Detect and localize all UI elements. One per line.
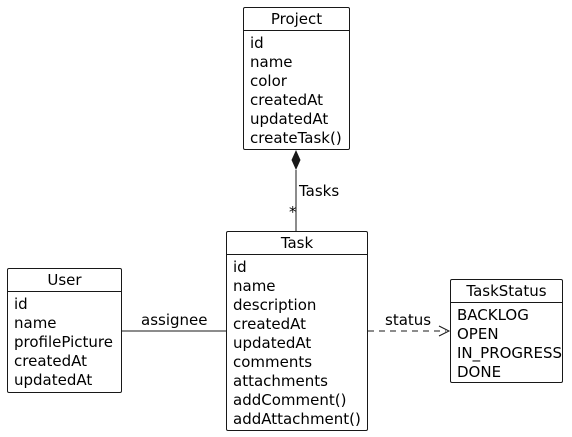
composition-diamond — [291, 150, 301, 170]
dependency-arrowhead — [438, 325, 451, 337]
class-member: comments — [233, 353, 313, 371]
class-member: name — [233, 277, 276, 295]
composition-project-task — [291, 150, 301, 231]
class-project-name: Project — [244, 8, 349, 31]
class-member: attachments — [233, 372, 328, 390]
class-member: id — [250, 34, 264, 52]
relation-label-status: status — [385, 311, 432, 329]
relation-multiplicity: * — [289, 203, 297, 221]
class-member: id — [233, 258, 247, 276]
class-task-status-name: TaskStatus — [451, 280, 562, 303]
enum-value: OPEN — [457, 325, 499, 343]
class-task-name: Task — [227, 232, 367, 255]
class-member: color — [250, 72, 287, 90]
enum-value: IN_PROGRESS — [457, 344, 562, 362]
class-user: User id name profilePicture createdAt up… — [7, 268, 122, 393]
class-task-status: TaskStatus BACKLOG OPEN IN_PROGRESS DONE — [450, 279, 563, 383]
class-member: createdAt — [233, 315, 307, 333]
class-task: Task id name description createdAt updat… — [226, 231, 368, 431]
class-member: updatedAt — [14, 371, 93, 389]
class-member: addAttachment() — [233, 410, 361, 428]
class-member: createTask() — [250, 129, 342, 147]
class-task-status-members: BACKLOG OPEN IN_PROGRESS DONE — [451, 303, 562, 382]
dependency-task-status — [368, 325, 451, 337]
relation-label-assignee: assignee — [141, 311, 208, 329]
relation-label-tasks: Tasks — [299, 182, 340, 200]
class-project-members: id name color createdAt updatedAt create… — [244, 31, 349, 148]
class-member: description — [233, 296, 317, 314]
class-member: createdAt — [14, 352, 88, 370]
class-member: createdAt — [250, 91, 324, 109]
class-member: addComment() — [233, 391, 347, 409]
class-user-members: id name profilePicture createdAt updated… — [8, 292, 121, 390]
class-member: name — [250, 53, 293, 71]
class-member: updatedAt — [250, 110, 329, 128]
enum-value: BACKLOG — [457, 306, 529, 324]
class-task-members: id name description createdAt updatedAt … — [227, 255, 367, 429]
enum-value: DONE — [457, 363, 502, 381]
class-user-name: User — [8, 269, 121, 292]
class-member: updatedAt — [233, 334, 312, 352]
class-member: profilePicture — [14, 333, 113, 351]
class-member: id — [14, 295, 28, 313]
class-member: name — [14, 314, 57, 332]
class-project: Project id name color createdAt updatedA… — [243, 7, 350, 150]
